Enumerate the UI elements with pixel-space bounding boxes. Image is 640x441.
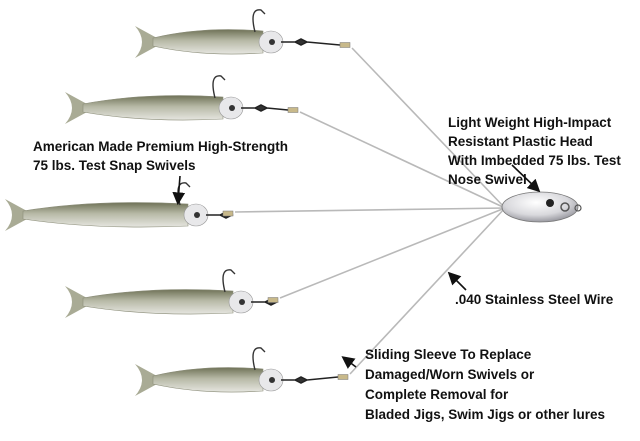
wire-callout: .040 Stainless Steel Wire — [455, 290, 613, 309]
callout-line: 75 lbs. Test Snap Swivels — [33, 158, 196, 173]
wire-arrow — [447, 271, 467, 291]
wire-arm — [299, 111, 506, 209]
lure-body — [82, 95, 224, 121]
callout-line: Resistant Plastic Head — [448, 134, 593, 149]
lure-body — [152, 29, 264, 55]
swimbait-lure — [5, 182, 234, 231]
wire-arm — [234, 207, 506, 213]
callout-line: .040 Stainless Steel Wire — [455, 292, 614, 307]
callout-line: Nose Swivel — [448, 172, 527, 187]
callout-line: Complete Removal for — [365, 387, 509, 402]
swimbait-lure — [135, 347, 349, 396]
callout-line: Bladed Jigs, Swim Jigs or other lures — [365, 407, 606, 422]
wire-arm — [349, 207, 506, 375]
lure-body — [152, 367, 264, 393]
wire-arm — [351, 47, 506, 209]
hook — [222, 269, 236, 293]
hook — [252, 9, 266, 33]
lure-body — [22, 202, 189, 228]
sliding-sleeve — [337, 374, 349, 380]
sliding-sleeve — [267, 297, 279, 303]
jig-eye — [194, 212, 200, 218]
lure-tail — [65, 92, 87, 124]
swivels-callout: American Made Premium High-Strength 75 l… — [33, 137, 288, 175]
head-callout: Light Weight High-Impact Resistant Plast… — [448, 113, 621, 189]
nose-swivel — [560, 202, 570, 212]
lure-tail — [135, 364, 157, 396]
snap-swivel — [281, 38, 341, 46]
callout-line: American Made Premium High-Strength — [33, 139, 289, 154]
lure-tail — [65, 286, 87, 318]
lure-body — [82, 289, 234, 315]
hook — [212, 75, 226, 99]
snap-swivel — [281, 376, 339, 384]
head-arrow — [511, 164, 541, 193]
head-eye — [546, 199, 554, 207]
callout-line: With Imbedded 75 lbs. Test — [448, 153, 621, 168]
callout-line: Damaged/Worn Swivels or — [365, 367, 535, 382]
swimbait-lure — [135, 9, 351, 58]
sleeve-callout: Sliding Sleeve To Replace Damaged/Worn S… — [365, 345, 605, 425]
sleeve-arrow — [341, 356, 357, 369]
jig-eye — [269, 377, 275, 383]
sliding-sleeve — [339, 42, 351, 48]
wire-arm — [279, 207, 506, 299]
jig-eye — [269, 39, 275, 45]
callout-line: Sliding Sleeve To Replace — [365, 347, 532, 362]
lure-tail — [5, 199, 27, 231]
swimbait-lure — [65, 269, 279, 318]
swivel-arrow — [172, 175, 186, 206]
sliding-sleeve — [287, 107, 299, 113]
jig-eye — [229, 105, 235, 111]
lure-tail — [135, 26, 157, 58]
hook — [252, 347, 266, 371]
snap-swivel — [241, 104, 289, 112]
jig-eye — [239, 299, 245, 305]
swimbait-lure — [65, 75, 299, 124]
plastic-head — [501, 191, 582, 223]
sliding-sleeve — [222, 210, 234, 217]
callout-line: Light Weight High-Impact — [448, 115, 612, 130]
